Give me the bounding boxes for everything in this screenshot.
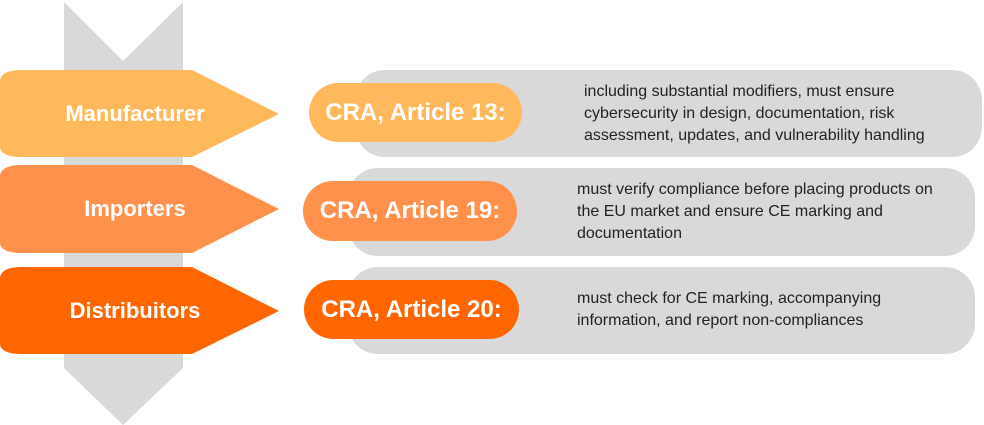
manufacturer-arrow-shape bbox=[0, 70, 279, 157]
description-line: must verify compliance before placing pr… bbox=[577, 181, 933, 198]
distributors-arrow-shape bbox=[0, 267, 279, 354]
article-20-badge: CRA, Article 20: bbox=[304, 280, 519, 339]
article-13-badge: CRA, Article 13: bbox=[309, 83, 522, 142]
role-importers: Importers bbox=[84, 196, 186, 221]
description-line: documentation bbox=[577, 225, 682, 242]
description-distributors: must check for CE marking, accompanying … bbox=[577, 288, 881, 332]
article-19-badge: CRA, Article 19: bbox=[303, 181, 517, 241]
description-line: including substantial modifiers, must en… bbox=[584, 83, 895, 100]
description-line: cybersecurity in design, documentation, … bbox=[584, 105, 895, 122]
description-importers: must verify compliance before placing pr… bbox=[577, 179, 933, 245]
description-manufacturer: including substantial modifiers, must en… bbox=[584, 81, 925, 147]
description-line: the EU market and ensure CE marking and bbox=[577, 203, 883, 220]
description-line: information, and report non-compliances bbox=[577, 312, 864, 329]
role-distributors: Distribuitors bbox=[69, 297, 201, 323]
importers-arrow-shape bbox=[0, 165, 279, 253]
role-manufacturer: Manufacturer bbox=[65, 100, 205, 126]
description-line: assessment, updates, and vulnerability h… bbox=[584, 127, 925, 144]
description-line: must check for CE marking, accompanying bbox=[577, 290, 882, 307]
